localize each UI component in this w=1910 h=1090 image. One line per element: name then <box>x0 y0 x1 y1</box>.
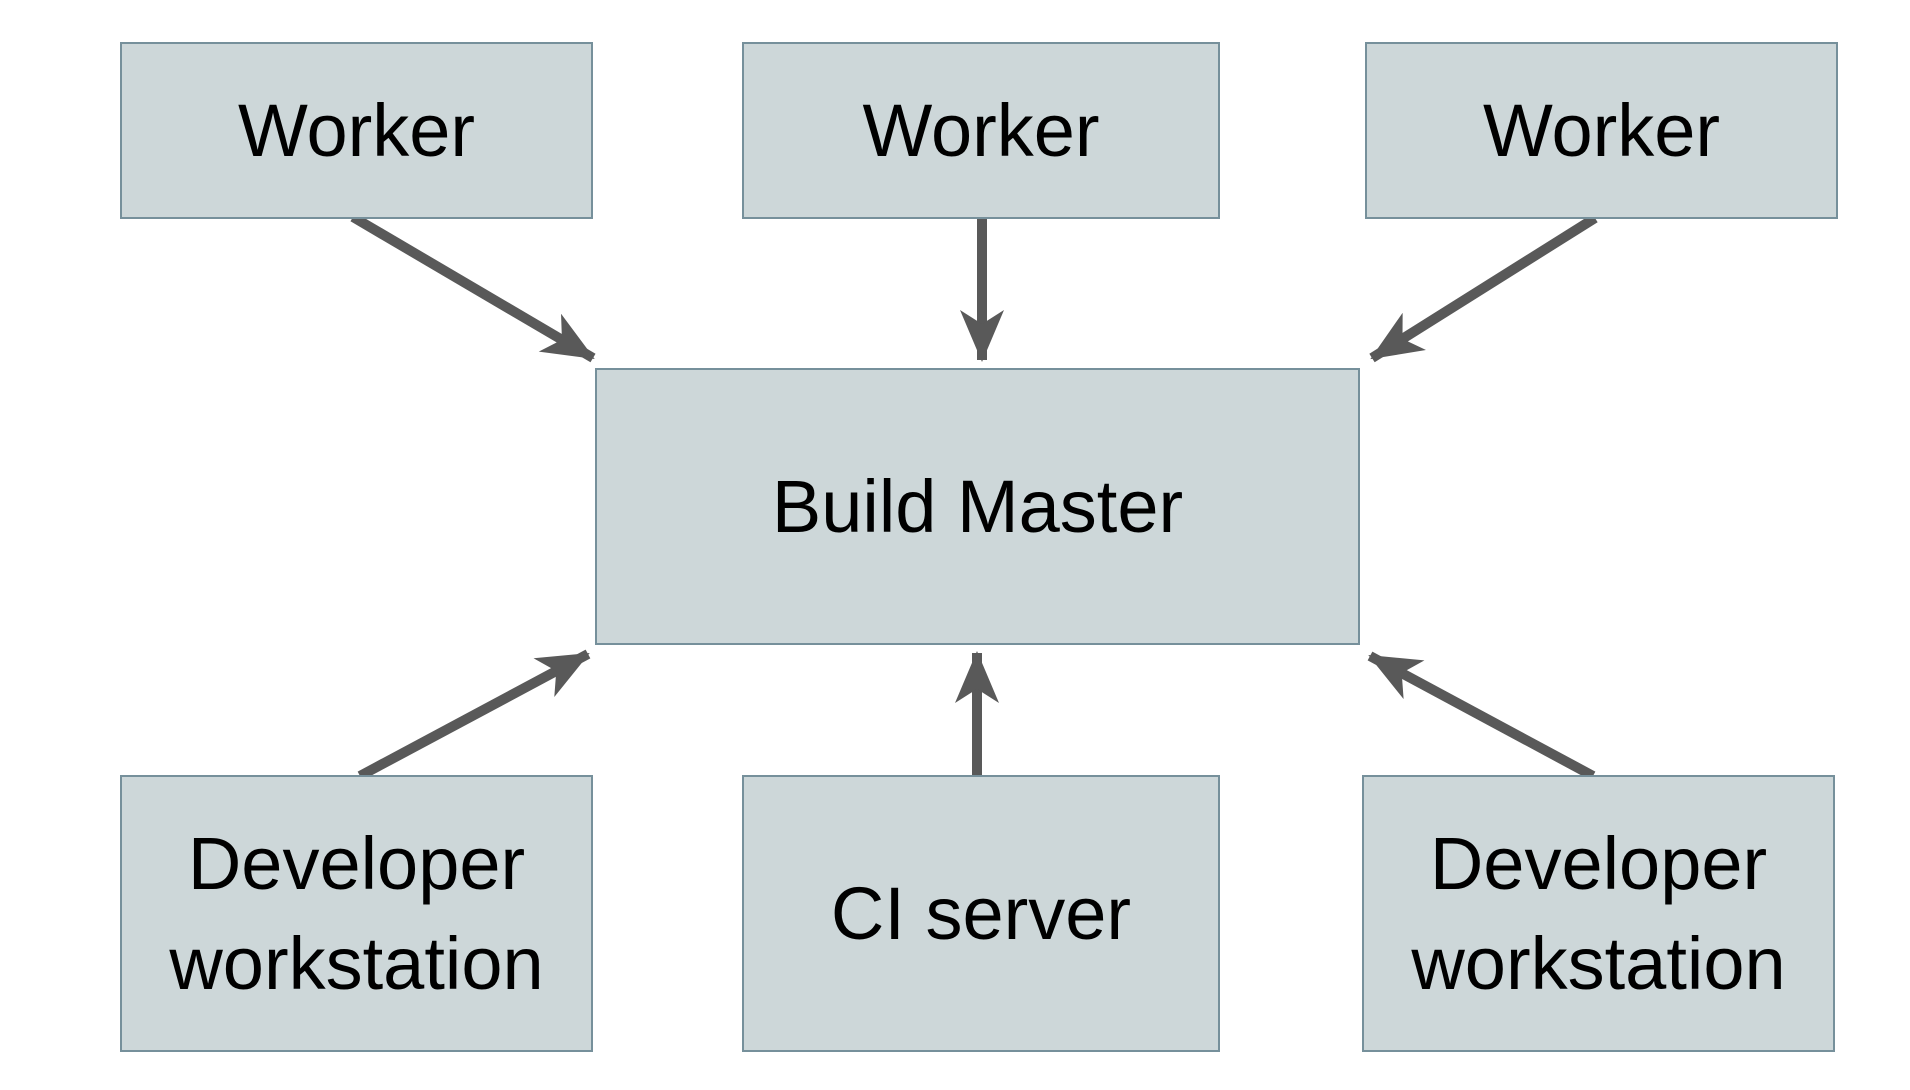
arrow-worker1-to-build-master <box>350 212 596 363</box>
node-worker-2: Worker <box>742 42 1220 219</box>
node-build-master-label: Build Master <box>771 464 1184 548</box>
arrow-dev-left-to-build-master <box>357 649 591 781</box>
arrow-dev-right-to-build-master <box>1367 651 1596 781</box>
node-ci-server-label: CI server <box>830 871 1132 955</box>
arrow-worker3-to-build-master <box>1369 213 1598 363</box>
node-developer-workstation-right-label: Developer workstation <box>1411 821 1786 1005</box>
node-worker-3-label: Worker <box>1482 88 1721 172</box>
node-worker-1: Worker <box>120 42 593 219</box>
node-ci-server: CI server <box>742 775 1220 1052</box>
node-developer-workstation-left: Developer workstation <box>120 775 593 1052</box>
node-worker-3: Worker <box>1365 42 1838 219</box>
node-developer-workstation-right: Developer workstation <box>1362 775 1835 1052</box>
node-worker-1-label: Worker <box>237 88 476 172</box>
node-worker-2-label: Worker <box>862 88 1100 172</box>
node-build-master: Build Master <box>595 368 1360 645</box>
node-developer-workstation-left-label: Developer workstation <box>169 821 544 1005</box>
